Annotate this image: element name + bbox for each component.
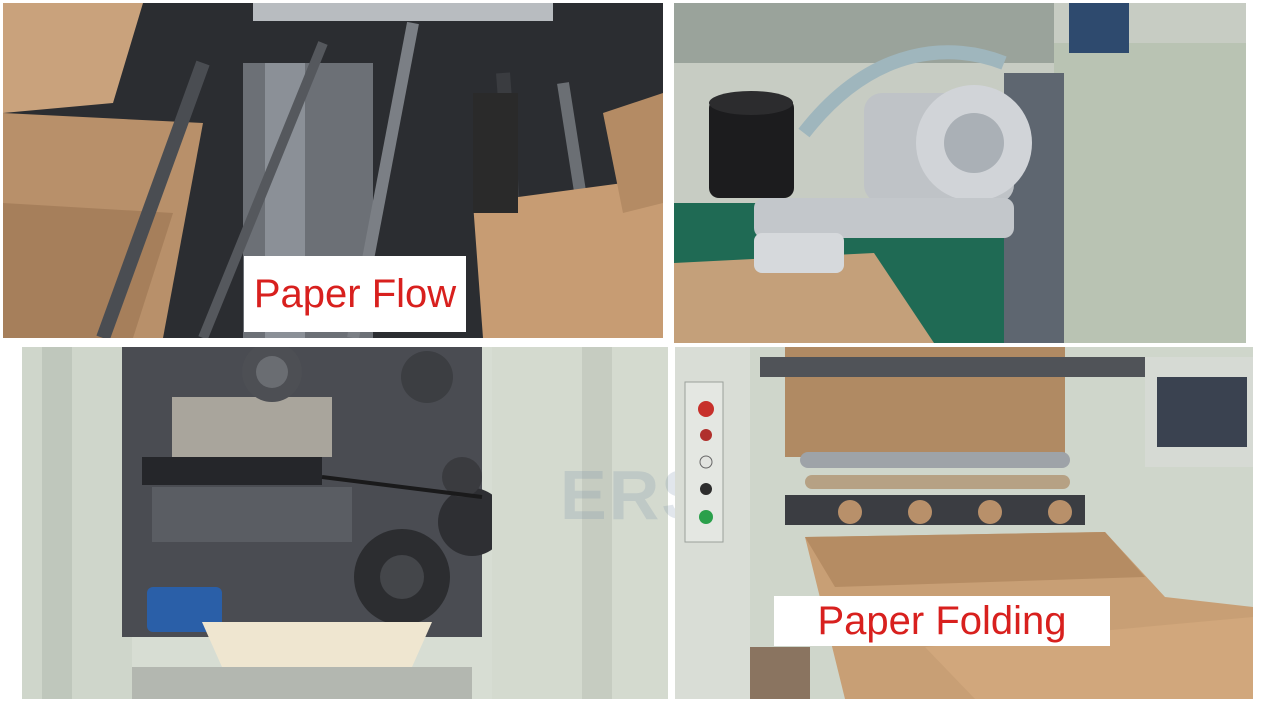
caption-paper-flow: Paper Flow [244,256,466,332]
photo-paper-folding [675,347,1253,699]
photo-drive-mechanism [22,347,668,699]
caption-paper-folding: Paper Folding [774,596,1110,646]
photo-vacuum-blower [674,3,1246,343]
